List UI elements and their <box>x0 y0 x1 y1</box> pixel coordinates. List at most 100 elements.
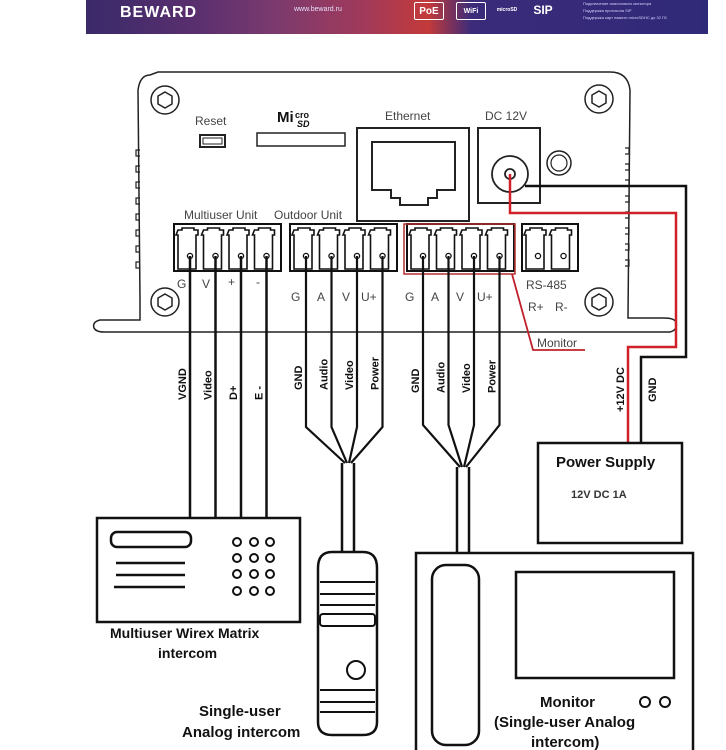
svg-text:cro: cro <box>295 110 310 120</box>
outdoor-wire <box>304 256 346 464</box>
monitor-wire-label: Audio <box>436 362 448 393</box>
device-body <box>92 71 678 333</box>
single-user-intercom-label: Single-user <box>199 703 281 720</box>
multiuser-wire-label: Video <box>203 370 215 400</box>
terminal-pin <box>407 227 432 270</box>
feature-text: Поддержка протокола SIP <box>583 8 632 13</box>
multiuser-wire-label: VGND <box>177 368 189 400</box>
outdoor-wire <box>347 256 359 464</box>
terminal-pin <box>458 227 483 270</box>
pin-label: G <box>291 290 300 304</box>
multiuser-intercom-label: intercom <box>158 645 217 661</box>
pin-label: V <box>202 277 210 291</box>
multiuser-intercom-icon <box>95 516 302 624</box>
side-fins-left <box>135 149 140 269</box>
outdoor-terminal-block <box>289 223 398 272</box>
pin-label: V <box>342 290 350 304</box>
screw-icon <box>584 287 614 317</box>
microsd-slot <box>256 132 346 147</box>
monitor-device-label: intercom) <box>531 734 599 750</box>
pin-label: V <box>456 290 464 304</box>
outdoor-wire <box>330 256 349 464</box>
pin-label: U+ <box>477 290 493 304</box>
power-supply-box <box>536 441 684 545</box>
wifi-badge-icon: WiFi <box>456 2 486 20</box>
terminal-pin <box>200 227 225 270</box>
brand-logo: BEWARD <box>120 4 198 21</box>
terminal-pin <box>433 227 458 270</box>
screw-icon <box>150 85 180 115</box>
pin-label: A <box>431 290 439 304</box>
multiuser-wire-label: E - <box>254 386 266 400</box>
sip-badge-icon: SIP <box>533 3 553 17</box>
monitor-callout-label: Monitor <box>537 336 577 350</box>
monitor-device-label: (Single-user Analog <box>494 714 635 731</box>
svg-text:SD: SD <box>297 119 310 129</box>
screw-icon <box>150 287 180 317</box>
pin-label: U+ <box>361 290 377 304</box>
terminal-screw <box>560 252 567 260</box>
brand-banner: BEWARD www.beward.ru PoE WiFi microSD SI… <box>86 0 708 34</box>
terminal-pin <box>522 227 547 270</box>
multiuser-unit-label: Multiuser Unit <box>184 208 258 222</box>
brand-url: www.beward.ru <box>294 6 342 13</box>
outdoor-wire <box>350 256 384 464</box>
outdoor-wire-label: Power <box>370 356 382 390</box>
monitor-device-label: Monitor <box>540 694 595 711</box>
multiuser-intercom-label: Multiuser Wirex Matrix <box>110 625 259 641</box>
ground-wire-label: GND <box>647 378 659 403</box>
pin-label: G <box>405 290 414 304</box>
svg-text:Mi: Mi <box>277 109 294 126</box>
multiuser-wire-label: D+ <box>228 386 240 400</box>
pin-label: + <box>228 275 235 289</box>
monitor-wire <box>447 256 464 468</box>
single-user-intercom-label: Analog intercom <box>182 724 300 741</box>
power-supply-title: Power Supply <box>556 454 656 471</box>
terminal-pin <box>341 227 366 270</box>
outdoor-wire-label: GND <box>293 366 305 391</box>
terminal-pin <box>174 227 199 270</box>
dc-label: DC 12V <box>485 109 527 123</box>
screw-icon <box>584 84 614 114</box>
feature-text: Подключение аналогового монитора <box>583 1 652 6</box>
monitor-callout-line <box>511 273 585 351</box>
ethernet-label: Ethernet <box>385 109 431 123</box>
positive-wire-label: +12V DC <box>615 367 627 412</box>
positive-wire <box>508 174 678 443</box>
outdoor-panel-icon <box>316 550 379 737</box>
rs485-terminal-block <box>521 223 579 272</box>
microsd-badge-icon: microSD <box>496 7 518 13</box>
terminal-pin <box>290 227 315 270</box>
pin-label: - <box>256 275 260 289</box>
terminal-pin <box>484 227 509 270</box>
monitor-terminal-highlight <box>403 223 516 275</box>
outdoor-unit-label: Outdoor Unit <box>274 208 343 222</box>
monitor-wire <box>462 256 476 468</box>
rs485-pin-label: R- <box>555 300 568 314</box>
terminal-pin <box>367 227 392 270</box>
monitor-wire <box>465 256 501 468</box>
ground-wire <box>525 184 688 443</box>
terminal-pin <box>251 227 276 270</box>
multiuser-terminal-block <box>173 223 282 272</box>
pin-label: G <box>177 277 186 291</box>
power-supply-rating: 12V DC 1A <box>571 489 627 501</box>
outdoor-wire-label: Video <box>344 360 356 390</box>
terminal-pin <box>225 227 250 270</box>
poe-badge-icon: PoE <box>414 2 444 20</box>
terminal-screw <box>534 252 542 260</box>
terminal-pin <box>316 227 341 270</box>
feature-text: Поддержка карт памяти microSDHC до 32 ГБ <box>583 15 667 20</box>
monitor-wire <box>421 256 461 468</box>
monitor-wire-label: GND <box>410 369 422 394</box>
terminal-pin <box>548 227 573 270</box>
outdoor-wire-label: Audio <box>319 359 331 390</box>
rs485-pin-label: R+ <box>528 300 544 314</box>
pin-label: A <box>317 290 325 304</box>
rs485-label: RS-485 <box>526 278 567 292</box>
ethernet-port <box>356 127 470 222</box>
monitor-wire-label: Video <box>461 363 473 393</box>
reset-button <box>199 134 226 148</box>
microsd-logo-icon: Mi cro SD <box>277 109 310 129</box>
